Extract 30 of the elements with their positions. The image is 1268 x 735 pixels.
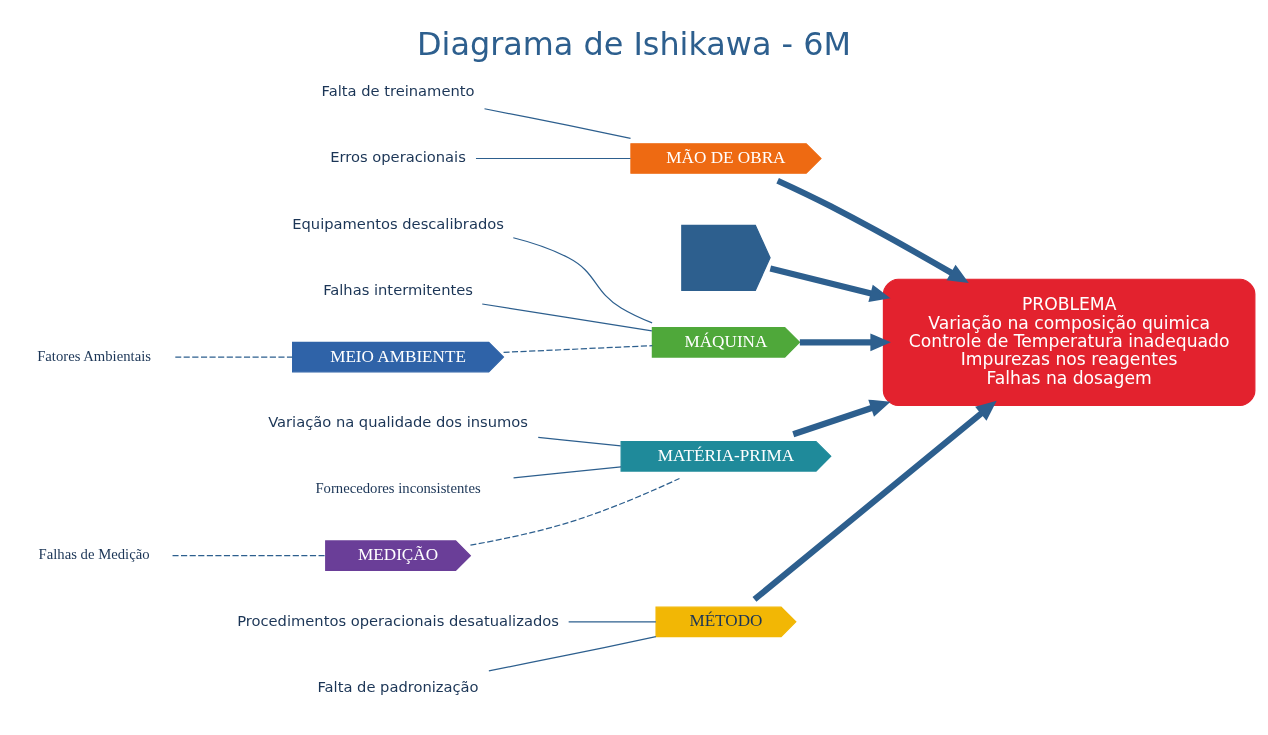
connector: [469, 477, 681, 546]
diagram-title: Diagrama de Ishikawa - 6M: [417, 25, 851, 64]
connector: [174, 356, 294, 358]
arrow: [776, 177, 969, 283]
node-text: Fatores Ambientais: [37, 347, 151, 364]
node-text: Equipamentos descalibrados: [292, 214, 504, 232]
node-text: Procedimentos operacionais desatualizados: [237, 611, 559, 629]
connector: [481, 303, 653, 332]
connector: [475, 157, 632, 160]
connector: [488, 636, 657, 672]
node-text: Falhas de Medição: [38, 546, 150, 563]
node-text: Variação na qualidade dos insumos: [268, 413, 528, 431]
connector: [512, 466, 622, 479]
connector: [483, 108, 632, 139]
connector: [537, 436, 622, 447]
node-box: PROBLEMA Variação na composição quimica Controle de Temperatura inadequado Impurezas nos reagentes Falhas na dosagem: [882, 278, 1256, 407]
node-text: Falta de padronização: [317, 677, 479, 695]
arrow: [792, 399, 891, 438]
node-text: Erros operacionais: [330, 148, 466, 166]
node-text: Falta de treinamento: [321, 82, 475, 100]
node-chevron: [681, 224, 771, 291]
connector: [502, 345, 653, 353]
connector: [171, 555, 327, 557]
connector: [568, 621, 657, 623]
node-text: Fornecedores inconsistentes: [315, 480, 481, 497]
arrow: [769, 265, 891, 303]
arrow: [752, 400, 997, 602]
node-text: Falhas intermitentes: [323, 280, 473, 298]
connector: [512, 237, 653, 324]
arrow: [799, 333, 891, 352]
